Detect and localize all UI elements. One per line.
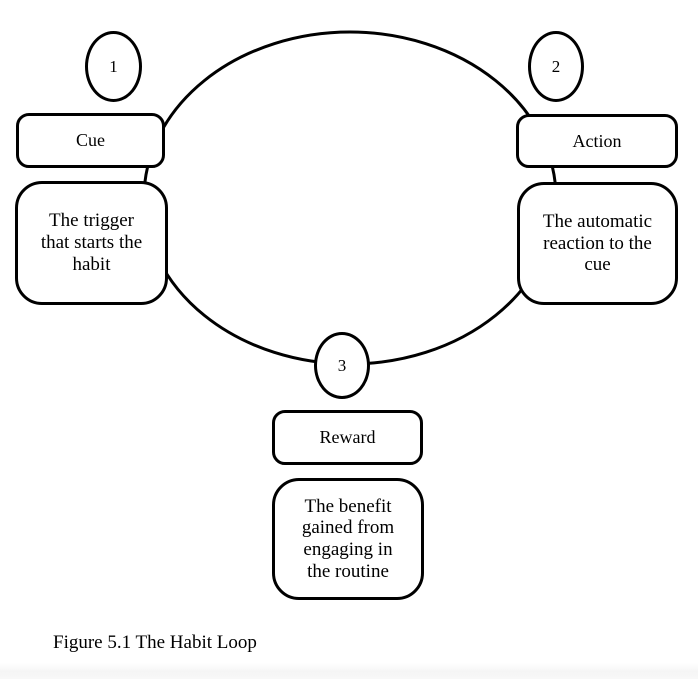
step-number-2: 2: [551, 56, 561, 76]
step-number-3: 3: [337, 355, 347, 375]
page-edge-strip: [0, 663, 698, 679]
step-number-1: 1: [109, 56, 118, 76]
step-circle-2: 2: [528, 31, 584, 102]
action-description-box: The automatic reaction to the cue: [517, 182, 678, 305]
reward-label: Reward: [319, 427, 376, 447]
reward-description: The benefit gained from engaging in the …: [301, 495, 395, 582]
cue-label-box: Cue: [16, 113, 165, 168]
step-circle-3: 3: [314, 332, 370, 399]
action-description: The automatic reaction to the cue: [542, 210, 653, 276]
cue-description: The trigger that starts the habit: [40, 210, 143, 275]
action-label: Action: [572, 130, 622, 151]
reward-description-box: The benefit gained from engaging in the …: [272, 478, 424, 600]
step-circle-1: 1: [85, 31, 142, 102]
figure-caption: Figure 5.1 The Habit Loop: [53, 632, 257, 653]
reward-label-box: Reward: [272, 410, 423, 465]
action-label-box: Action: [516, 114, 678, 168]
cue-description-box: The trigger that starts the habit: [15, 181, 168, 305]
cue-label: Cue: [76, 130, 105, 150]
